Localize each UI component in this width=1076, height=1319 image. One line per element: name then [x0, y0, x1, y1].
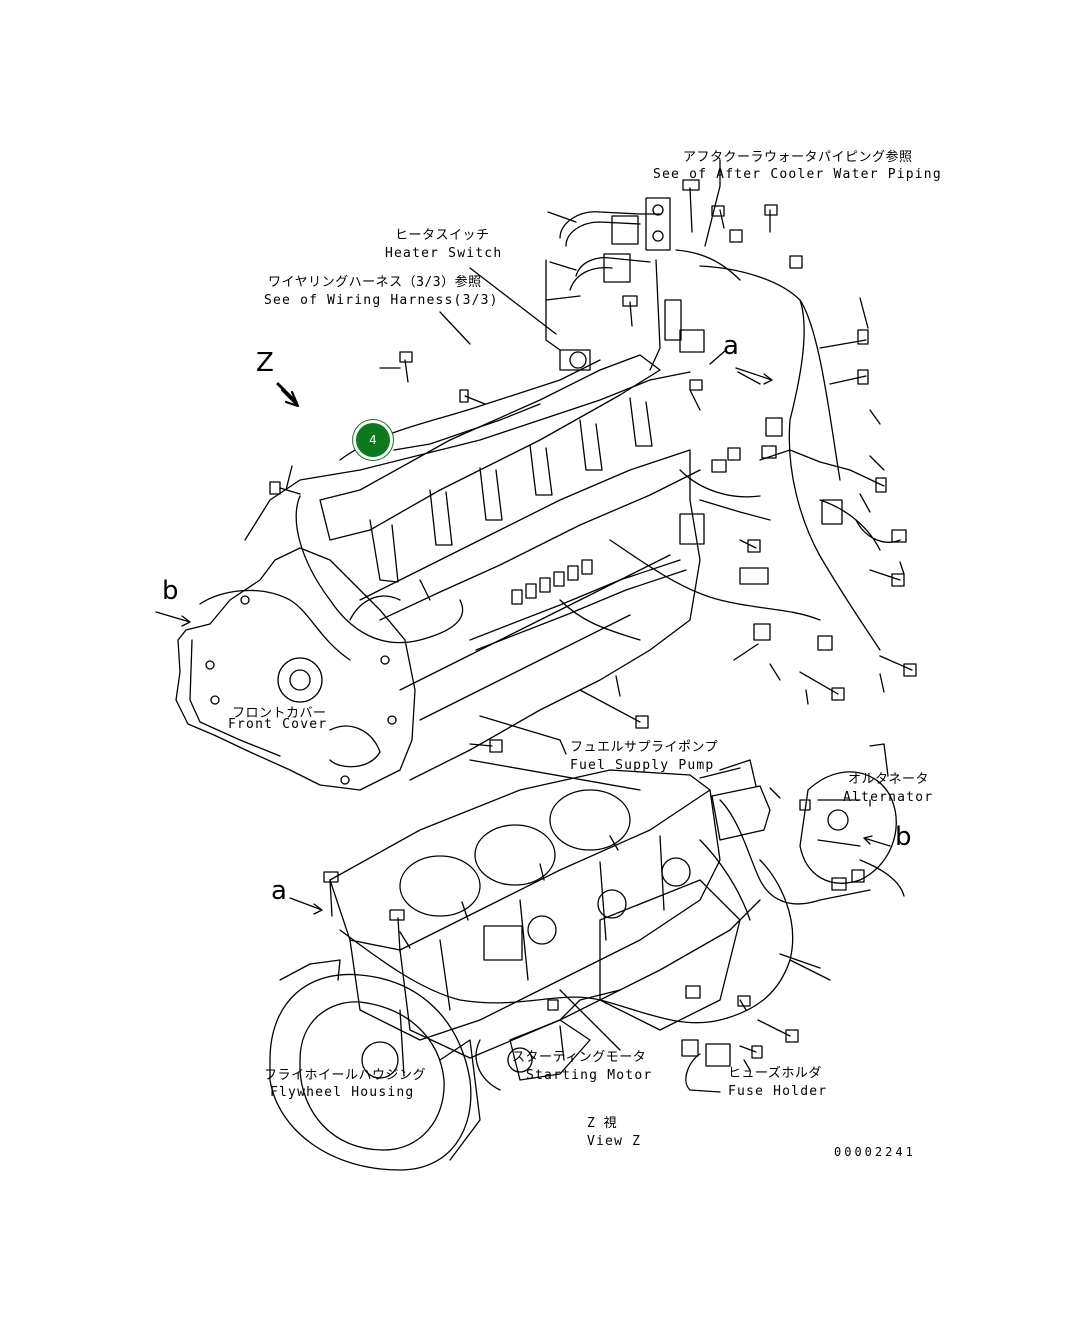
upper-engine-block: [155, 159, 917, 791]
section-a-marker-upper: a: [723, 331, 741, 361]
lower-engine-block: [269, 743, 905, 1171]
starting-motor-label: Starting Motor: [526, 1068, 653, 1083]
flywheel-housing-label: Flywheel Housing: [270, 1085, 415, 1100]
part-callout-number: 4: [369, 433, 377, 447]
drawing-number: 00002241: [834, 1145, 916, 1159]
view-z-label-jp: Z 視: [587, 1116, 618, 1131]
view-z-label: View Z: [587, 1134, 642, 1149]
section-a-marker-lower: a: [271, 876, 289, 906]
alternator-label-jp: オルタネータ: [848, 772, 930, 787]
section-b-marker-left: b: [162, 576, 180, 606]
front-cover-label-jp: フロントカバー: [232, 706, 327, 721]
fuse-holder-label-jp: ヒューズホルダ: [728, 1066, 822, 1081]
front-cover-label: Front Cover: [228, 717, 328, 732]
after-cooler-label-jp: アフタクーラウォータパイピング参照: [683, 150, 913, 165]
alternator-label: Alternator: [843, 790, 934, 805]
heater-switch-label: Heater Switch: [385, 246, 503, 261]
wiring-harness-label-jp: ワイヤリングハーネス（3/3）参照: [268, 275, 482, 290]
heater-switch-label-jp: ヒータスイッチ: [395, 228, 490, 243]
fuel-supply-pump-label: Fuel Supply Pump: [570, 758, 715, 773]
part-callout-marker[interactable]: 4: [353, 420, 393, 460]
z-view-marker: Z: [256, 348, 276, 378]
starting-motor-label-jp: スターティングモータ: [512, 1050, 647, 1065]
wiring-harness-label: See of Wiring Harness(3/3): [264, 293, 499, 308]
fuel-supply-pump-label-jp: フュエルサプライポンプ: [570, 740, 719, 755]
fuse-holder-label: Fuse Holder: [728, 1084, 828, 1099]
flywheel-housing-label-jp: フライホイールハウジング: [264, 1068, 427, 1083]
section-b-marker-right: b: [895, 822, 913, 852]
after-cooler-label: See of After Cooler Water Piping: [653, 167, 942, 182]
